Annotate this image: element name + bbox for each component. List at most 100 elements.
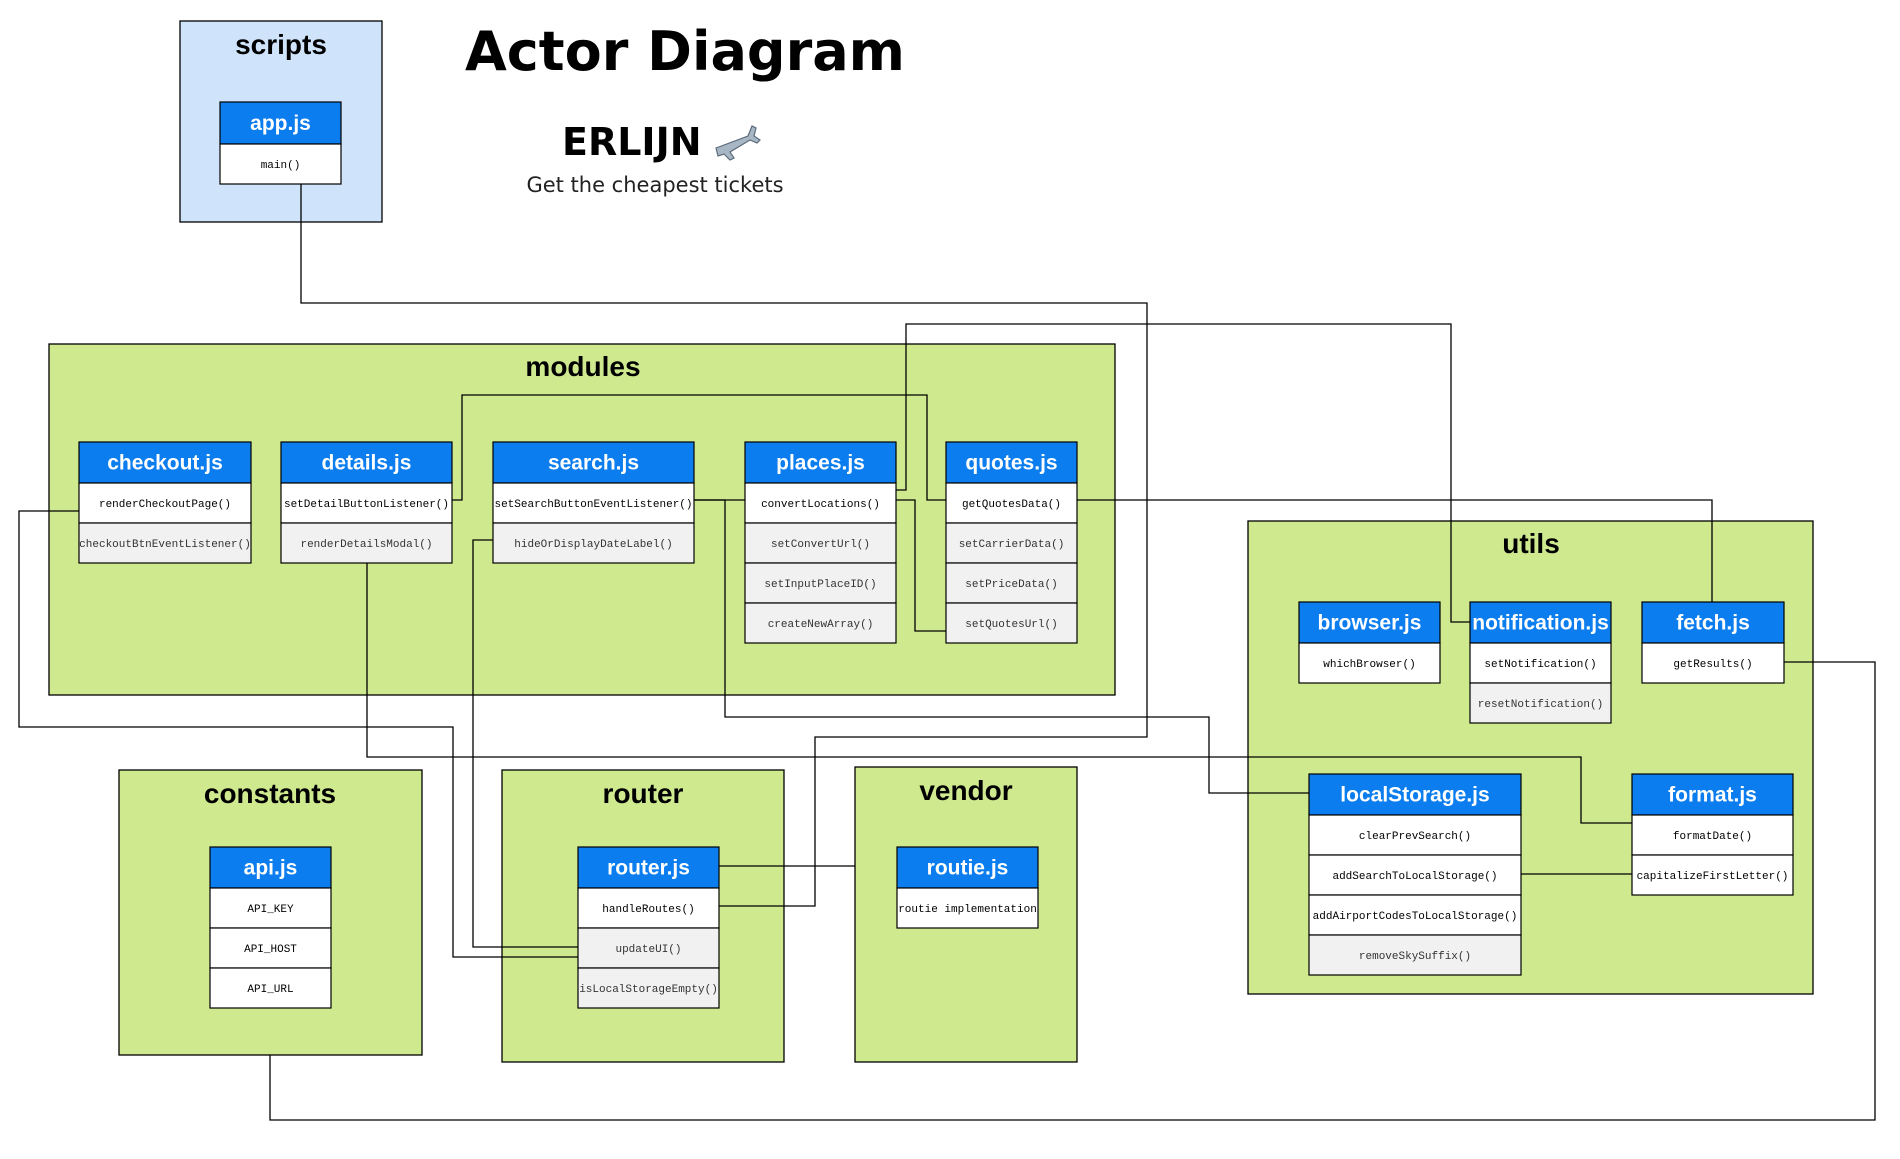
function-label: convertLocations() [761, 499, 880, 511]
function-row [744, 522, 897, 564]
function-label: renderDetailsModal() [300, 539, 432, 551]
function-row [945, 562, 1078, 604]
function-row [577, 967, 720, 1009]
module-routie-title: routie.js [927, 857, 1009, 880]
connector-checkout-to-router [18, 510, 578, 958]
module-quotes-title: quotes.js [965, 452, 1057, 475]
function-label: capitalizeFirstLetter() [1637, 871, 1789, 883]
function-row [744, 482, 897, 524]
group-utils-title: utils [1502, 528, 1560, 559]
function-row [945, 602, 1078, 644]
module-format-title: format.js [1668, 784, 1757, 807]
function-label: checkoutBtnEventListener() [79, 539, 251, 551]
module-localstorage-header [1308, 773, 1522, 816]
module-details-header [280, 441, 453, 484]
function-label: removeSkySuffix() [1359, 951, 1471, 963]
function-label: addAirportCodesToLocalStorage() [1313, 911, 1518, 923]
function-row [1298, 642, 1441, 684]
function-row [78, 482, 252, 524]
function-label: getQuotesData() [962, 499, 1061, 511]
function-row [1308, 854, 1522, 896]
module-api-header [209, 846, 332, 889]
group-scripts: scripts [179, 20, 383, 223]
module-notification: notification.js setNotification() resetNot… [1469, 601, 1612, 724]
module-fetch-header [1641, 601, 1785, 644]
function-row [492, 522, 695, 564]
module-checkout-title: checkout.js [107, 452, 223, 475]
module-search: search.jssetSearchButtonEventListener()h… [492, 441, 695, 564]
function-row [1469, 682, 1612, 724]
function-row [1308, 814, 1522, 856]
group-router-title: router [603, 778, 684, 809]
module-quotes-header [945, 441, 1078, 484]
module-checkout: checkout.js renderCheckoutPage() checkoutB… [78, 441, 252, 564]
connectors [18, 183, 1876, 1121]
function-label: API_URL [247, 984, 293, 996]
function-label: setSearchButtonEventListener() [494, 499, 692, 511]
function-label: whichBrowser() [1323, 659, 1415, 671]
function-row [1308, 934, 1522, 976]
module-router-title: router.js [607, 857, 690, 880]
connector-details-to-quotes [452, 394, 946, 501]
title-block: Actor Diagram ERLIJN Get the cheapest ti… [465, 20, 905, 197]
module-details: details.js setDetailButtonListener() rende… [280, 441, 453, 564]
module-localstorage-title: localStorage.js [1340, 784, 1489, 807]
module-format-header [1631, 773, 1794, 816]
group-modules-title: modules [525, 351, 640, 382]
function-label: createNewArray() [768, 619, 874, 631]
function-label: API_HOST [244, 944, 297, 956]
function-label: setPriceData() [965, 579, 1057, 591]
function-label: getResults() [1673, 659, 1752, 671]
function-label: API_KEY [247, 904, 294, 916]
module-notification-header [1469, 601, 1612, 644]
function-label: hideOrDisplayDateLabel() [514, 539, 672, 551]
group-vendor-title: vendor [919, 775, 1012, 806]
module-localstorage: localStorage.jsclearPrevSearch()addSearc… [1308, 773, 1522, 976]
function-label: resetNotification() [1478, 699, 1603, 711]
function-row [209, 967, 332, 1009]
module-router-header [577, 846, 720, 889]
function-label: setQuotesUrl() [965, 619, 1057, 631]
function-row [1631, 854, 1794, 896]
airplane-icon [715, 125, 761, 161]
module-places-header [744, 441, 897, 484]
module-fetch-title: fetch.js [1676, 612, 1750, 635]
function-label: setDetailButtonListener() [284, 499, 449, 511]
module-places-title: places.js [776, 452, 865, 475]
function-row [219, 143, 342, 185]
module-routie-header [896, 846, 1039, 889]
function-label: clearPrevSearch() [1359, 831, 1471, 843]
module-format: format.jsformatDate()capitalizeFirstLett… [1631, 773, 1794, 896]
module-router: router.jshandleRoutes()updateUI()isLocal… [577, 846, 720, 1009]
function-row [280, 522, 453, 564]
function-row [280, 482, 453, 524]
module-details-title: details.js [322, 452, 412, 475]
module-fetch: fetch.js getResults() [1641, 601, 1785, 684]
function-row [1631, 814, 1794, 856]
module-quotes: quotes.jsgetQuotesData()setCarrierData()… [945, 441, 1078, 644]
brand-name: ERLIJN [562, 120, 702, 164]
function-label: isLocalStorageEmpty() [579, 984, 718, 996]
function-label: updateUI() [615, 944, 681, 956]
module-checkout-header [78, 441, 252, 484]
function-row [1641, 642, 1785, 684]
module-app-title: app.js [250, 112, 311, 135]
function-row [1308, 894, 1522, 936]
function-row [78, 522, 252, 564]
module-browser-title: browser.js [1318, 612, 1422, 635]
function-label: setNotification() [1484, 659, 1596, 671]
function-label: renderCheckoutPage() [99, 499, 231, 511]
connector-details-to-format [366, 560, 1632, 824]
function-label: setInputPlaceID() [764, 579, 876, 591]
module-api-title: api.js [244, 857, 298, 880]
module-notification-title: notification.js [1472, 612, 1609, 635]
module-places: places.jsconvertLocations()setConvertUrl… [744, 441, 897, 644]
connector-search-to-localstorage [694, 499, 1309, 794]
module-browser-header [1298, 601, 1441, 644]
connector-app-to-router [300, 183, 1148, 907]
connector-quotes-to-notification [896, 323, 1470, 623]
connector-quotes-to-fetch [1077, 499, 1713, 602]
